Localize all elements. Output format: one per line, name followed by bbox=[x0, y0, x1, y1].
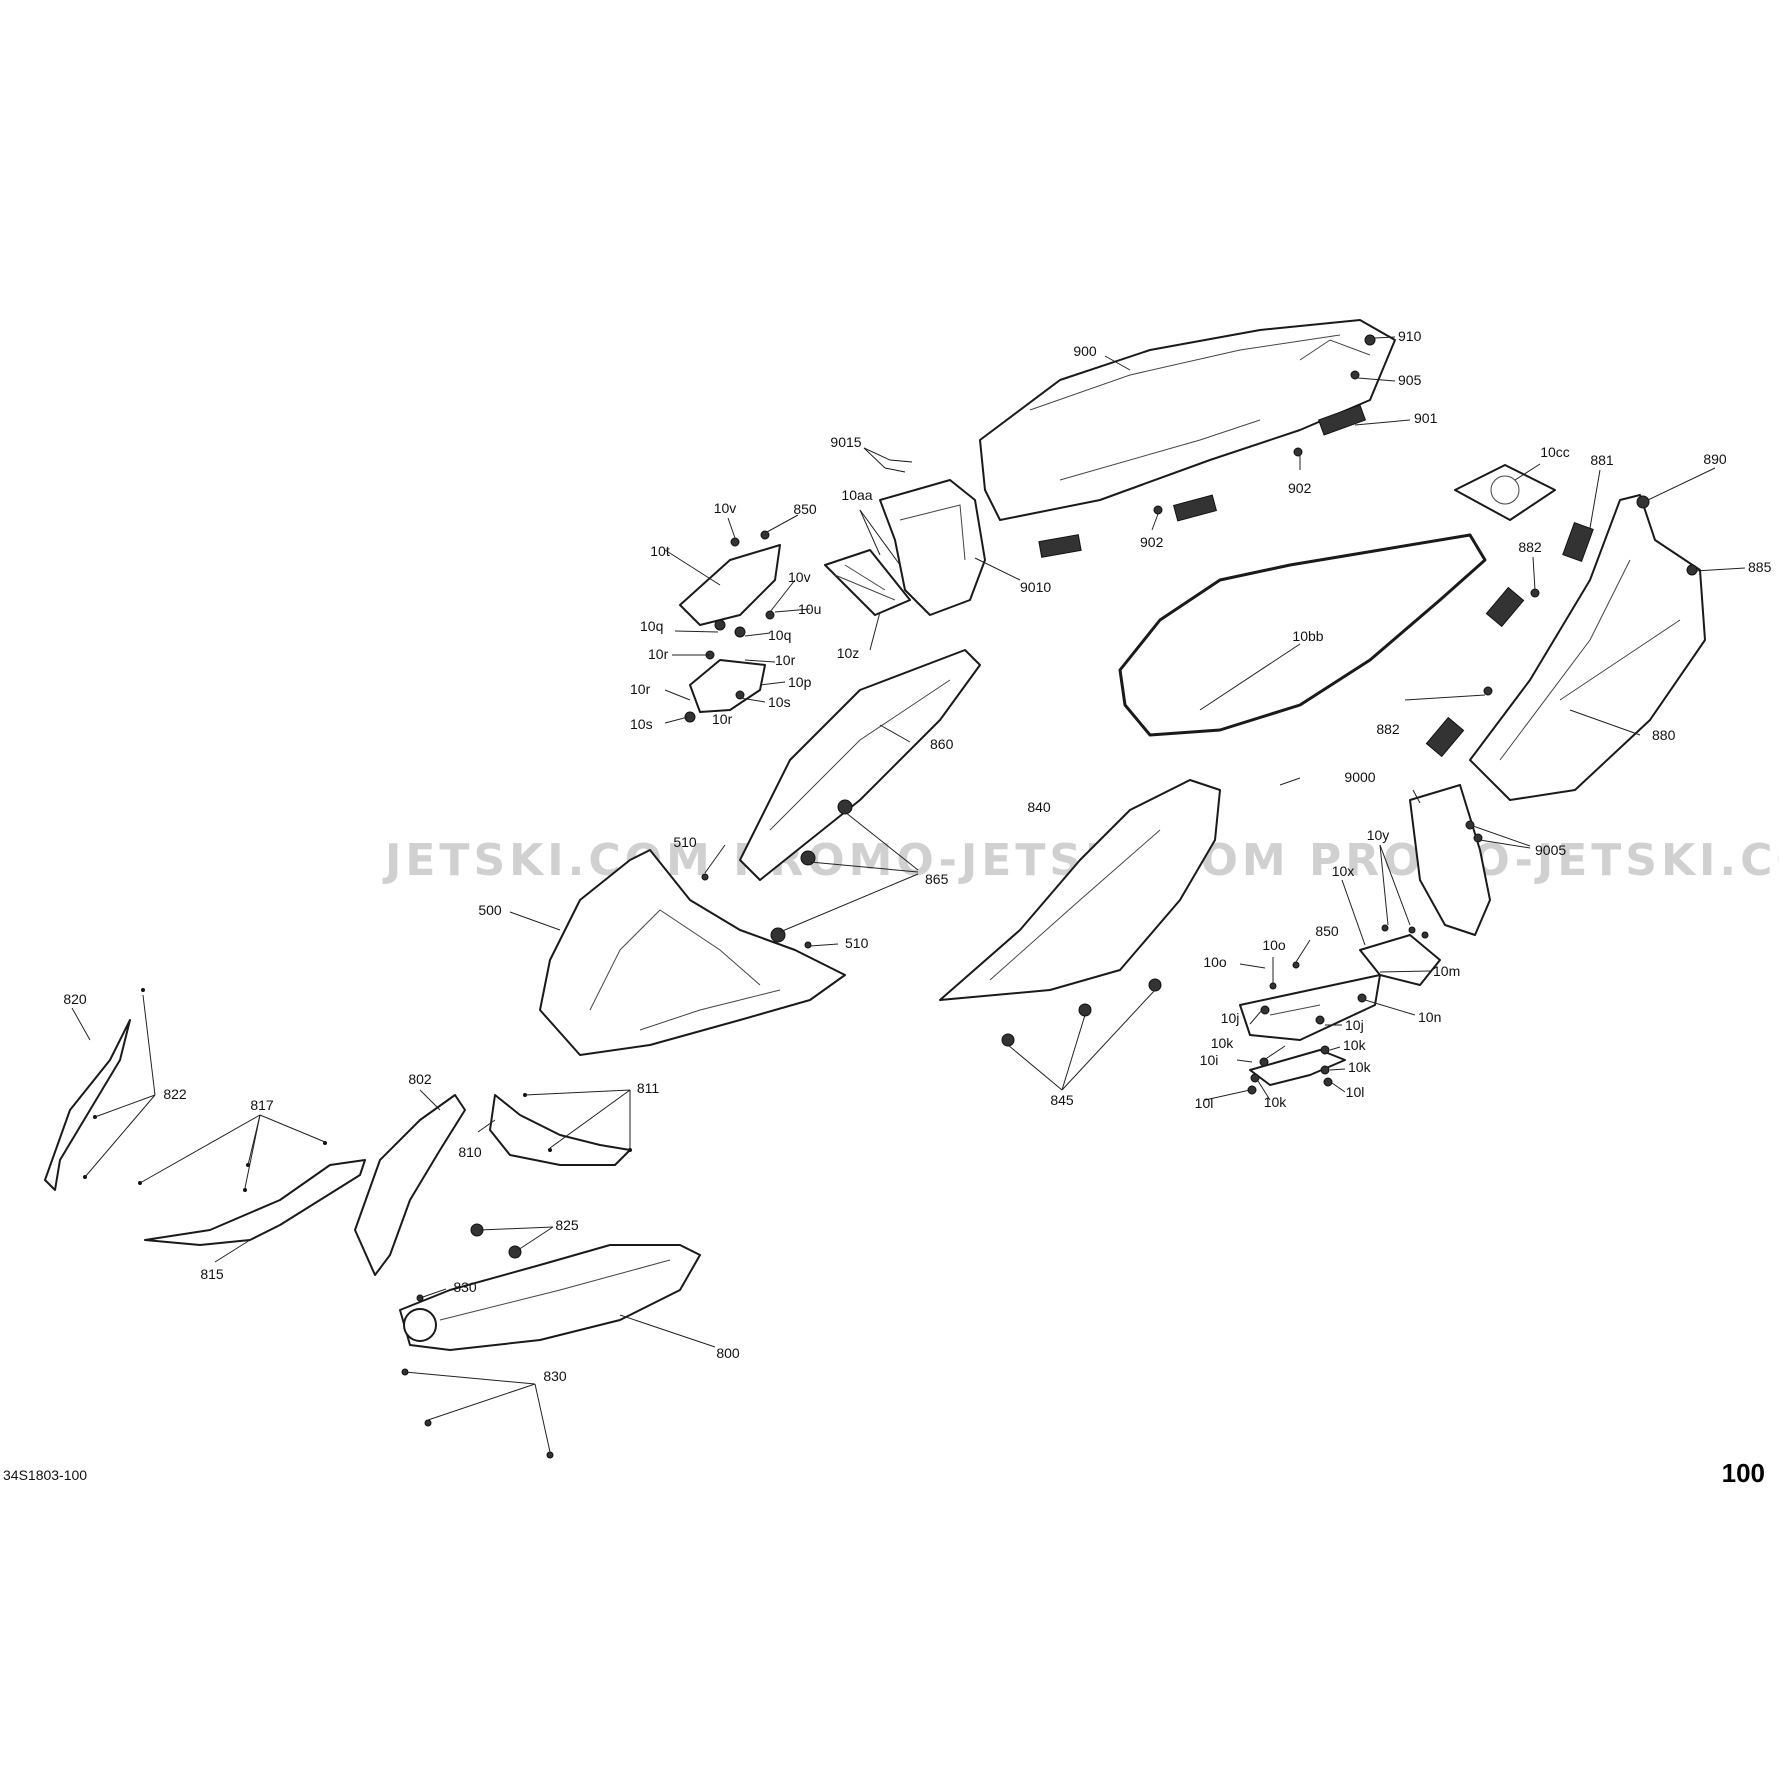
part-500-front-nose bbox=[539, 849, 846, 1056]
label-881: 881 bbox=[1590, 452, 1614, 468]
diagram-reference-code: 34S1803-100 bbox=[3, 1467, 87, 1483]
label-10j-left: 10j bbox=[1221, 1010, 1240, 1026]
label-10cc: 10cc bbox=[1540, 444, 1570, 460]
label-800: 800 bbox=[716, 1345, 740, 1361]
part-815-trim-strip bbox=[144, 1159, 366, 1246]
label-840: 840 bbox=[1027, 799, 1051, 815]
label-802: 802 bbox=[408, 1071, 432, 1087]
part-10m-bracket bbox=[1239, 974, 1381, 1041]
label-10aa: 10aa bbox=[841, 487, 872, 503]
label-10o-left: 10o bbox=[1203, 954, 1227, 970]
label-10m: 10m bbox=[1433, 963, 1460, 979]
part-9010-front-panel bbox=[879, 479, 986, 616]
label-10k-3: 10k bbox=[1348, 1059, 1372, 1075]
label-830-bottom: 830 bbox=[543, 1368, 567, 1384]
label-10n: 10n bbox=[1418, 1009, 1441, 1025]
label-822: 822 bbox=[163, 1086, 187, 1102]
part-10p-bracket bbox=[689, 659, 766, 713]
label-890: 890 bbox=[1703, 451, 1727, 467]
part-802-side-trim bbox=[354, 1094, 466, 1276]
label-10q-right: 10q bbox=[768, 627, 791, 643]
label-882-bottom: 882 bbox=[1376, 721, 1400, 737]
label-10k-2: 10k bbox=[1343, 1037, 1367, 1053]
label-9010: 9010 bbox=[1020, 579, 1051, 595]
label-10bb: 10bb bbox=[1292, 628, 1323, 644]
part-880-side-panel bbox=[1469, 494, 1706, 801]
label-10p: 10p bbox=[788, 674, 812, 690]
label-9005: 9005 bbox=[1535, 842, 1566, 858]
part-10x-step bbox=[1359, 934, 1441, 986]
leader-lines bbox=[71, 336, 1746, 1453]
label-10u: 10u bbox=[798, 601, 821, 617]
label-885: 885 bbox=[1748, 559, 1772, 575]
label-817: 817 bbox=[250, 1097, 274, 1113]
label-902-right: 902 bbox=[1288, 480, 1312, 496]
part-860-side-fairing bbox=[739, 649, 981, 881]
label-10l-2: 10l bbox=[1346, 1084, 1365, 1100]
label-850-right: 850 bbox=[1315, 923, 1339, 939]
label-865: 865 bbox=[925, 871, 949, 887]
label-860: 860 bbox=[930, 736, 954, 752]
label-810: 810 bbox=[458, 1144, 482, 1160]
label-10x: 10x bbox=[1332, 863, 1355, 879]
part-820-trim bbox=[44, 1019, 131, 1191]
label-902-left: 902 bbox=[1140, 534, 1164, 550]
label-880: 880 bbox=[1652, 727, 1676, 743]
part-9000-rear-cover bbox=[1409, 784, 1491, 936]
label-900: 900 bbox=[1073, 343, 1097, 359]
label-10o-top: 10o bbox=[1262, 937, 1286, 953]
callout-labels: 900 910 905 901 902 902 9015 9010 10aa 1… bbox=[63, 328, 1771, 1384]
label-811: 811 bbox=[637, 1080, 660, 1096]
label-10j-right: 10j bbox=[1345, 1017, 1364, 1033]
part-840-hull-side bbox=[939, 779, 1221, 1001]
label-820: 820 bbox=[63, 991, 87, 1007]
part-810-trim bbox=[489, 1094, 631, 1166]
label-830-top: 830 bbox=[453, 1279, 477, 1295]
label-845: 845 bbox=[1050, 1092, 1074, 1108]
hardware-fasteners bbox=[83, 334, 1698, 1459]
label-10s-2: 10s bbox=[630, 716, 653, 732]
label-901: 901 bbox=[1414, 410, 1438, 426]
label-500: 500 bbox=[478, 902, 502, 918]
label-10l-1: 10l bbox=[1195, 1095, 1214, 1111]
label-10k-4: 10k bbox=[1264, 1094, 1288, 1110]
part-10z-grate bbox=[824, 549, 911, 616]
label-815: 815 bbox=[200, 1266, 224, 1282]
label-10i: 10i bbox=[1200, 1052, 1219, 1068]
label-9000: 9000 bbox=[1344, 769, 1375, 785]
part-900-rear-deck bbox=[979, 319, 1396, 521]
label-10s-1: 10s bbox=[768, 694, 791, 710]
label-9015: 9015 bbox=[830, 434, 861, 450]
label-510-top: 510 bbox=[673, 834, 697, 850]
label-825: 825 bbox=[555, 1217, 579, 1233]
label-10v-mid: 10v bbox=[788, 569, 811, 585]
label-10y: 10y bbox=[1367, 827, 1390, 843]
label-850-top: 850 bbox=[793, 501, 817, 517]
label-882-top: 882 bbox=[1518, 539, 1542, 555]
label-10r-2: 10r bbox=[775, 652, 796, 668]
part-800-front-bumper bbox=[399, 1244, 701, 1351]
part-10cc-plate bbox=[1454, 464, 1556, 521]
page-number: 100 bbox=[1722, 1458, 1765, 1488]
part-10bb-seal bbox=[1118, 533, 1487, 737]
label-510-bottom: 510 bbox=[845, 935, 869, 951]
part-10t-bracket bbox=[679, 544, 781, 626]
label-10r-1: 10r bbox=[648, 646, 669, 662]
label-10z: 10z bbox=[837, 645, 860, 661]
label-10t: 10t bbox=[650, 543, 670, 559]
label-10k-1: 10k bbox=[1211, 1035, 1235, 1051]
label-905: 905 bbox=[1398, 372, 1422, 388]
label-10v-top: 10v bbox=[714, 500, 737, 516]
label-10q-left: 10q bbox=[640, 618, 663, 634]
label-910: 910 bbox=[1398, 328, 1422, 344]
label-10r-3: 10r bbox=[630, 681, 651, 697]
label-10r-4: 10r bbox=[712, 711, 733, 727]
